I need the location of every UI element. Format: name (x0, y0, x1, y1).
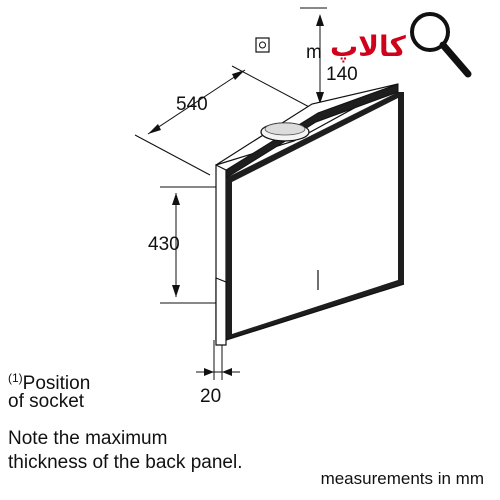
height-arrow-bottom (172, 285, 180, 297)
socket-note: (1)Position (8, 366, 90, 396)
dimension-top-label: 140 (326, 64, 358, 85)
socket-note-line1: Position (22, 373, 91, 394)
watermark-text: کالاپ (330, 30, 407, 63)
magnifier-icon (410, 12, 472, 78)
dimension-width-label: 540 (176, 94, 208, 115)
top-arrow-down (316, 92, 324, 104)
socket-symbol (255, 37, 270, 53)
socket-note-line2: of socket (8, 391, 85, 412)
width-arrow-right (232, 70, 245, 80)
dimension-thickness-label: 20 (200, 386, 221, 407)
back-panel-note-line1: Note the maximum (8, 428, 168, 449)
back-panel (215, 270, 319, 346)
units-label: measurements in mm (320, 469, 484, 488)
glass-panel (225, 92, 405, 341)
width-dimension-line (147, 69, 246, 135)
watermark-logo: کالاپ (330, 12, 472, 78)
thickness-arrow-right (222, 368, 232, 376)
thickness-arrow-left (204, 368, 214, 376)
width-extension-left (134, 134, 211, 176)
back-panel-note-line2: thickness of the back panel. (8, 452, 243, 473)
dimension-height-label: 430 (148, 234, 180, 255)
socket-marker-label: m (306, 42, 322, 63)
width-arrow-left (148, 124, 161, 134)
height-arrow-top (172, 193, 180, 205)
top-arrow-up (316, 14, 324, 26)
socket-note-marker: (1) (8, 371, 23, 385)
